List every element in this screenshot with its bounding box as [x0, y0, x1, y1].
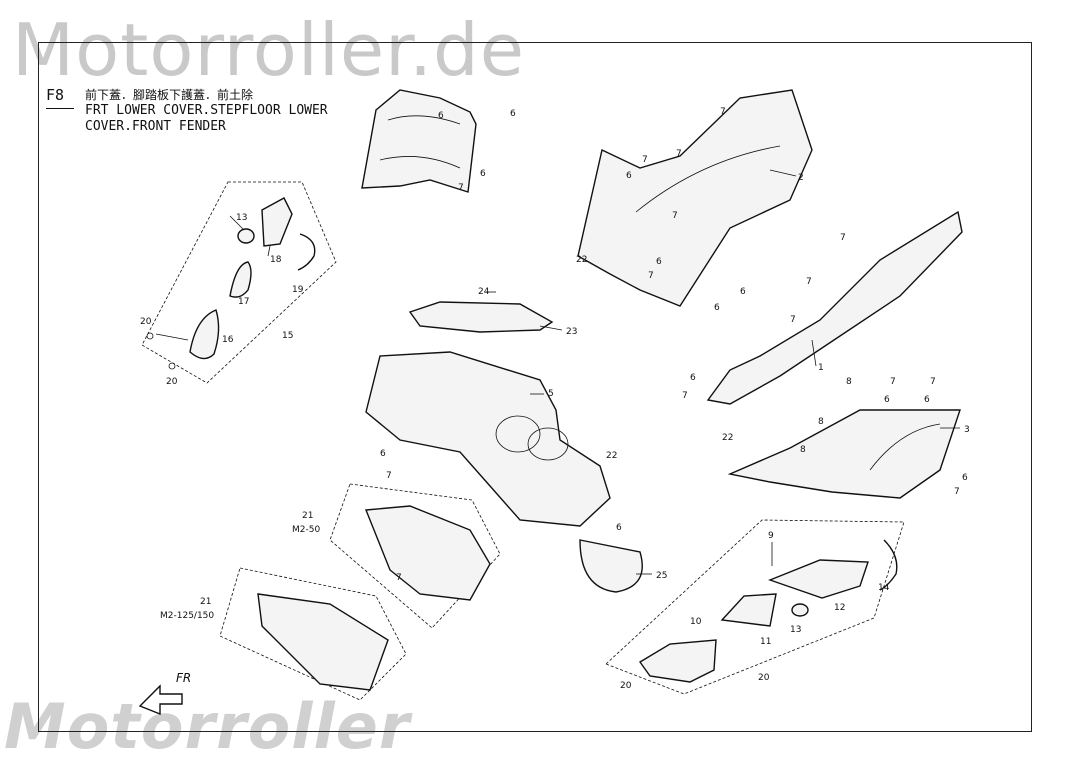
figure-title-english-line2: COVER.FRONT FENDER	[85, 119, 226, 134]
callout-8c: 8	[800, 445, 806, 455]
callout-9: 9	[768, 531, 774, 541]
callout-16: 16	[222, 335, 234, 345]
callout-6d: 6	[626, 171, 632, 181]
callout-14: 14	[878, 583, 890, 593]
callout-7k: 7	[890, 377, 896, 387]
callout-22c: 22	[606, 451, 617, 461]
watermark-top: Motorroller.de	[12, 8, 526, 92]
figure-code-underline	[46, 108, 74, 109]
callout-3: 3	[964, 425, 970, 435]
callout-7j: 7	[682, 391, 688, 401]
callout-22b: 22	[722, 433, 733, 443]
bracket-18	[261, 197, 293, 247]
callout-6j: 6	[924, 395, 930, 405]
callout-20b: 20	[166, 377, 178, 387]
screw-20a	[146, 332, 154, 340]
callout-6i: 6	[884, 395, 890, 405]
group-15-outline	[141, 181, 337, 384]
callout-21b: 21	[200, 597, 211, 607]
callout-23: 23	[566, 327, 577, 337]
callout-7c: 7	[642, 155, 648, 165]
callout-6e: 6	[656, 257, 662, 267]
callout-7o: 7	[396, 573, 402, 583]
callout-6c: 6	[480, 169, 486, 179]
callout-2: 2	[798, 173, 804, 183]
callout-20a: 20	[140, 317, 152, 327]
callout-5: 5	[548, 389, 554, 399]
callout-7a: 7	[458, 183, 464, 193]
callout-20c: 20	[620, 681, 632, 691]
watermark-bottom: Motorroller	[4, 690, 411, 763]
callout-7n: 7	[386, 471, 392, 481]
callout-7b: 7	[720, 107, 726, 117]
callout-7d: 7	[676, 149, 682, 159]
callout-6l: 6	[380, 449, 386, 459]
group-21b-outline	[219, 567, 407, 701]
bulb-13	[237, 228, 255, 244]
callout-6f: 6	[740, 287, 746, 297]
screw-20b	[168, 362, 176, 370]
cover-21a	[365, 505, 491, 601]
side-panel-1	[706, 210, 963, 405]
bulb-13b	[791, 603, 809, 617]
callout-6b: 6	[510, 109, 516, 119]
cover-21b	[257, 593, 389, 691]
callout-7l: 7	[930, 377, 936, 387]
cover-16	[189, 309, 220, 360]
wire-14	[879, 539, 898, 591]
figure-title-english-line1: FRT LOWER COVER.STEPFLOOR LOWER	[85, 103, 328, 118]
callout-21a: 21	[302, 511, 313, 521]
callout-6a: 6	[438, 111, 444, 121]
callout-20d: 20	[758, 673, 770, 683]
callout-7m: 7	[954, 487, 960, 497]
front-direction-arrow	[138, 684, 183, 716]
callout-6m: 6	[616, 523, 622, 533]
figure-title-chinese: 前下蓋．腳踏板下護蓋．前土除	[85, 88, 254, 102]
callout-6k: 6	[962, 473, 968, 483]
stepfloor-5	[365, 351, 611, 527]
callout-11: 11	[760, 637, 771, 647]
callout-7i: 7	[790, 315, 796, 325]
callout-10: 10	[690, 617, 702, 627]
callout-7g: 7	[840, 233, 846, 243]
frame-23	[408, 301, 554, 333]
group-9-outline	[605, 519, 905, 695]
callout-24: 24	[478, 287, 490, 297]
callout-18: 18	[270, 255, 282, 265]
cover-10	[638, 639, 717, 683]
callout-6g: 6	[714, 303, 720, 313]
side-cover-2	[577, 89, 813, 307]
callout-8a: 8	[846, 377, 852, 387]
callout-7e: 7	[672, 211, 678, 221]
lens-17	[229, 261, 252, 298]
figure-code: F8	[46, 86, 65, 104]
group-21a-outline	[329, 483, 501, 629]
callout-17: 17	[238, 297, 249, 307]
callout-15: 15	[282, 331, 293, 341]
callout-12: 12	[834, 603, 845, 613]
fender-25	[579, 539, 643, 593]
lower-cover-3	[727, 409, 961, 499]
inner-cover-top	[361, 89, 477, 193]
front-direction-label: FR	[176, 671, 191, 685]
callout-13b: 13	[790, 625, 801, 635]
callout-7f: 7	[648, 271, 654, 281]
lens-11	[720, 593, 777, 627]
wire-19	[297, 233, 316, 271]
callout-variant-a: M2-50	[292, 525, 320, 535]
taillight-12	[767, 559, 869, 599]
callout-8b: 8	[818, 417, 824, 427]
leader-lines	[155, 169, 960, 575]
callout-1: 1	[818, 363, 824, 373]
callout-25: 25	[656, 571, 667, 581]
diagram-frame	[38, 42, 1032, 732]
callout-7h: 7	[806, 277, 812, 287]
callout-13: 13	[236, 213, 247, 223]
callout-22a: 22	[576, 255, 587, 265]
callout-6h: 6	[690, 373, 696, 383]
callout-19: 19	[292, 285, 304, 295]
callout-variant-b: M2-125/150	[160, 611, 214, 621]
